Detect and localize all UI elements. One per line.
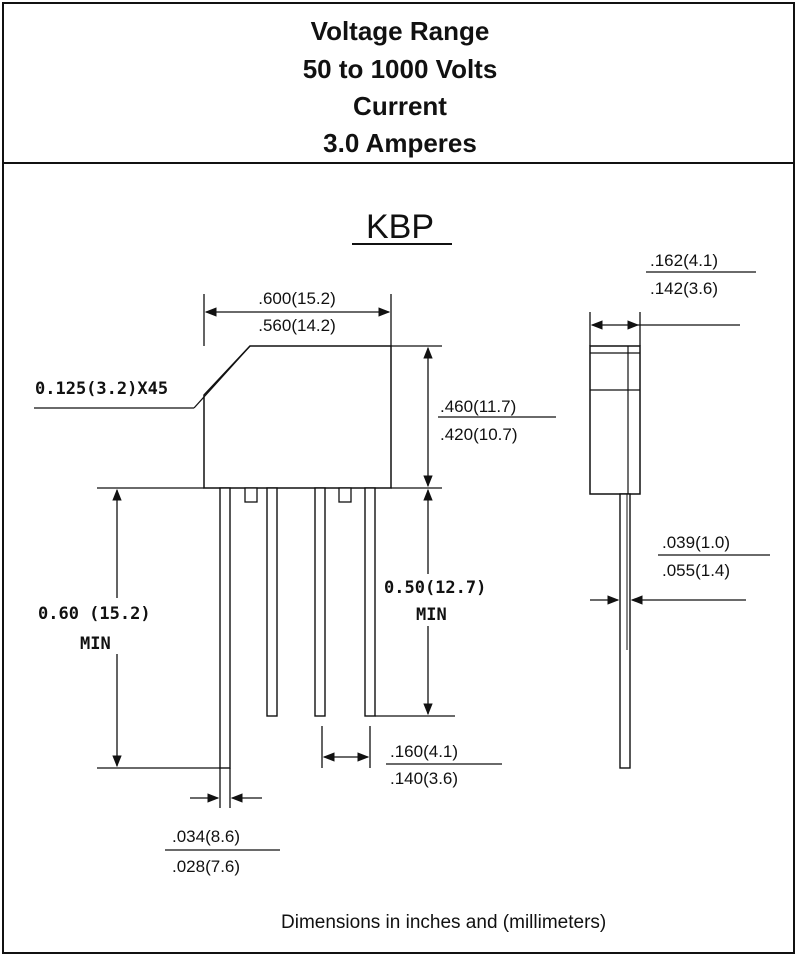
- chamfer-label: 0.125(3.2)X45: [35, 379, 168, 399]
- lead-width-min-label: .028(7.6): [172, 857, 240, 876]
- body-notch-right: [338, 487, 352, 503]
- lead-2: [266, 487, 278, 717]
- lead-len-right-label-bg: [382, 574, 506, 626]
- height-max-label: .460(11.7): [440, 397, 516, 416]
- footer-note: Dimensions in inches and (millimeters): [281, 912, 607, 933]
- header-current-label: Current: [353, 91, 447, 121]
- lead-len-label-bg: [35, 598, 195, 654]
- lead-len-left-min: MIN: [80, 634, 111, 654]
- package-body: [203, 345, 392, 489]
- pitch-min-label: .140(3.6): [390, 769, 458, 788]
- header-current-value: 3.0 Amperes: [323, 128, 477, 158]
- thickness-min-label: .142(3.6): [650, 279, 718, 298]
- lead-len-right-value: 0.50(12.7): [384, 578, 486, 598]
- lead-len-right-min: MIN: [416, 605, 447, 625]
- chamfer-leader-diag: [193, 345, 251, 409]
- side-view-body: [589, 345, 641, 495]
- lead-4: [364, 487, 376, 717]
- package-name: KBP: [366, 208, 434, 246]
- lead-len-left-value: 0.60 (15.2): [38, 604, 151, 624]
- header-divider: [2, 162, 795, 164]
- lead-3: [314, 487, 326, 717]
- width-max-label: .600(15.2): [258, 289, 336, 308]
- side-view-lead: [619, 493, 631, 769]
- width-min-label: .560(14.2): [258, 316, 336, 335]
- lead-width-max-label: .034(8.6): [172, 827, 240, 846]
- header-voltage-label: Voltage Range: [310, 16, 490, 46]
- header-voltage-value: 50 to 1000 Volts: [302, 54, 498, 84]
- lead-thick-a-label: .039(1.0): [662, 533, 730, 552]
- pitch-max-label: .160(4.1): [390, 742, 458, 761]
- body-notch-left: [244, 487, 258, 503]
- thickness-max-label: .162(4.1): [650, 251, 718, 270]
- lead-1: [219, 487, 231, 769]
- height-min-label: .420(10.7): [440, 425, 518, 444]
- lead-thick-b-label: .055(1.4): [662, 561, 730, 580]
